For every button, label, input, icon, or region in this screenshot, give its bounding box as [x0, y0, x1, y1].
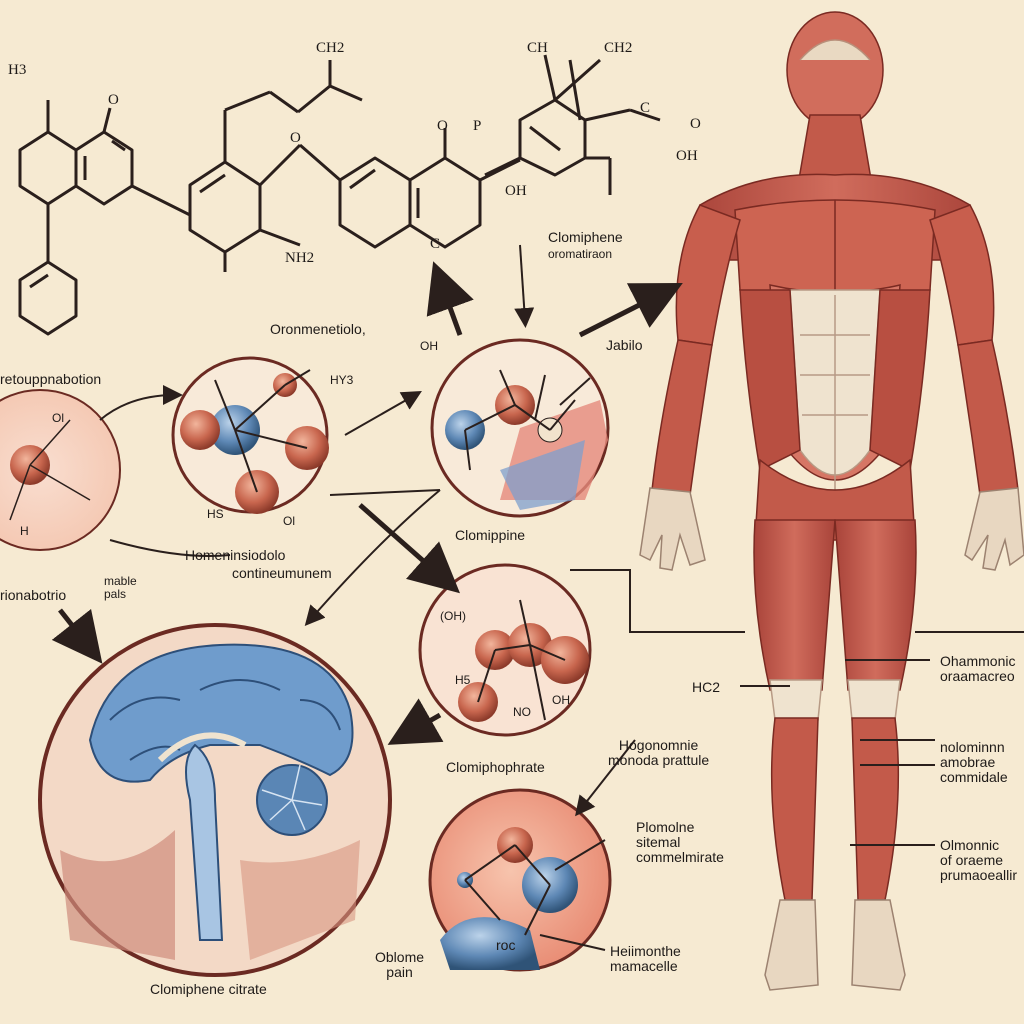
atom-ch2-c: CH2 — [604, 40, 633, 56]
right-arm-lower — [957, 339, 1019, 496]
atom-oh-right: OH — [505, 183, 527, 199]
ring-7 — [518, 98, 587, 177]
label-c4-no: NO — [513, 705, 531, 719]
ring-6 — [408, 156, 482, 249]
label-hormone-sub: contineumunem — [232, 565, 332, 581]
chemical-structure — [18, 54, 661, 336]
muscular-figure — [639, 11, 1024, 991]
label-rionabotrio: rionabotrio — [0, 587, 67, 603]
left-arm-upper — [675, 204, 741, 346]
right-foot — [851, 899, 906, 991]
label-retroupnaborion: retouppnabotion — [0, 371, 102, 387]
label-clomiphophrate: Clomiphophrate — [446, 759, 545, 775]
label-c4-oh: (OH) — [440, 609, 466, 623]
atom-h3: H3 — [8, 62, 27, 78]
atom-oh-far: OH — [676, 148, 698, 164]
left-hand — [639, 487, 706, 571]
left-foot — [764, 899, 819, 991]
label-clomippine: Clomippine — [455, 527, 526, 543]
label-c4-h5: H5 — [455, 673, 471, 687]
label-heiimonthe: Heiimonthe mamacelle — [610, 943, 681, 974]
label-roc: roc — [496, 937, 516, 953]
right-shin — [851, 717, 900, 901]
left-thigh — [753, 519, 836, 691]
head — [786, 11, 884, 129]
label-clomiphene-citrate: Clomiphene citrate — [150, 981, 267, 997]
label-jabilo: Jabilo — [606, 337, 643, 353]
left-arm-lower — [651, 339, 713, 496]
atom-c-low: C — [430, 236, 441, 252]
atom-o-ring: O — [437, 118, 448, 134]
right-thigh — [834, 519, 917, 691]
label-left-o: Ol — [52, 411, 64, 425]
label-hs: HS — [207, 507, 224, 521]
atom-c-right: C — [640, 100, 651, 116]
label-hc2: HC2 — [692, 679, 721, 695]
atom-ch2-a: CH2 — [316, 40, 345, 56]
label-oh-c3: OH — [420, 339, 438, 353]
label-hy3: HY3 — [330, 373, 354, 387]
label-clomiphene: Clomiphene — [548, 229, 623, 245]
label-ol: Ol — [283, 514, 295, 528]
brain-stem — [185, 743, 224, 941]
atom-ch-b: CH — [527, 40, 548, 56]
atom-o-left: O — [108, 92, 119, 108]
label-plomone: Plomolne sitemal commelmirate — [636, 819, 724, 865]
label-nolomininn: nolominnn amobrae commidale — [940, 739, 1008, 785]
label-oronmenetio: Oronmenetiolo, — [270, 321, 366, 337]
ring-3 — [18, 260, 78, 336]
label-oblome: Oblome pain — [375, 949, 425, 980]
label-ohammonic: Ohammonic oraamacreo — [940, 653, 1016, 684]
thin-arrows — [99, 244, 1024, 951]
label-mable-pals: mable pals — [104, 574, 137, 601]
label-clomiphene-sub: oromatiraon — [548, 247, 613, 261]
label-hogonomie: Hogonomnie monoda prattule — [608, 737, 710, 768]
arrows — [51, 261, 683, 745]
ring-1 — [18, 130, 78, 206]
right-arm-upper — [929, 204, 995, 346]
left-shin — [770, 717, 819, 901]
inset-left — [0, 389, 121, 551]
right-knee — [847, 679, 901, 721]
atom-o-mid: O — [290, 130, 301, 146]
label-left-h: H — [20, 524, 29, 538]
label-hormone: Homeninsiodolo — [185, 547, 286, 563]
inset-circles — [0, 338, 612, 977]
atom-o-far: O — [690, 116, 701, 132]
right-hand — [964, 487, 1024, 571]
atom-p-top: P — [473, 118, 482, 134]
atom-nh2: NH2 — [285, 250, 315, 266]
label-olmonnic: Olmonnic of oraeme prumaoeallir — [940, 837, 1018, 883]
label-c4-oh2: OH — [552, 693, 570, 707]
